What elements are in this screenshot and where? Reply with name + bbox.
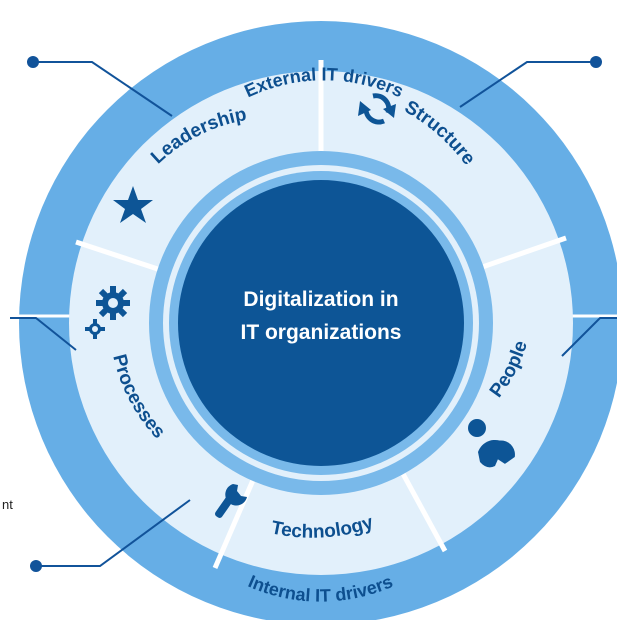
connector-lines xyxy=(10,61,617,567)
connector-dot xyxy=(30,560,42,572)
center-circle xyxy=(178,180,464,466)
cropped-text-fragment: nt xyxy=(2,497,13,512)
connector-dot xyxy=(590,56,602,68)
center-title-line-2: IT organizations xyxy=(240,321,401,344)
star-icon xyxy=(113,186,153,223)
people-icon xyxy=(468,419,515,468)
center-title-line-1: Digitalization in xyxy=(243,288,398,311)
connector-dot xyxy=(27,56,39,68)
refresh-arrows-icon xyxy=(358,93,396,125)
gears-icon xyxy=(85,286,130,339)
wrench-icon xyxy=(215,484,247,518)
